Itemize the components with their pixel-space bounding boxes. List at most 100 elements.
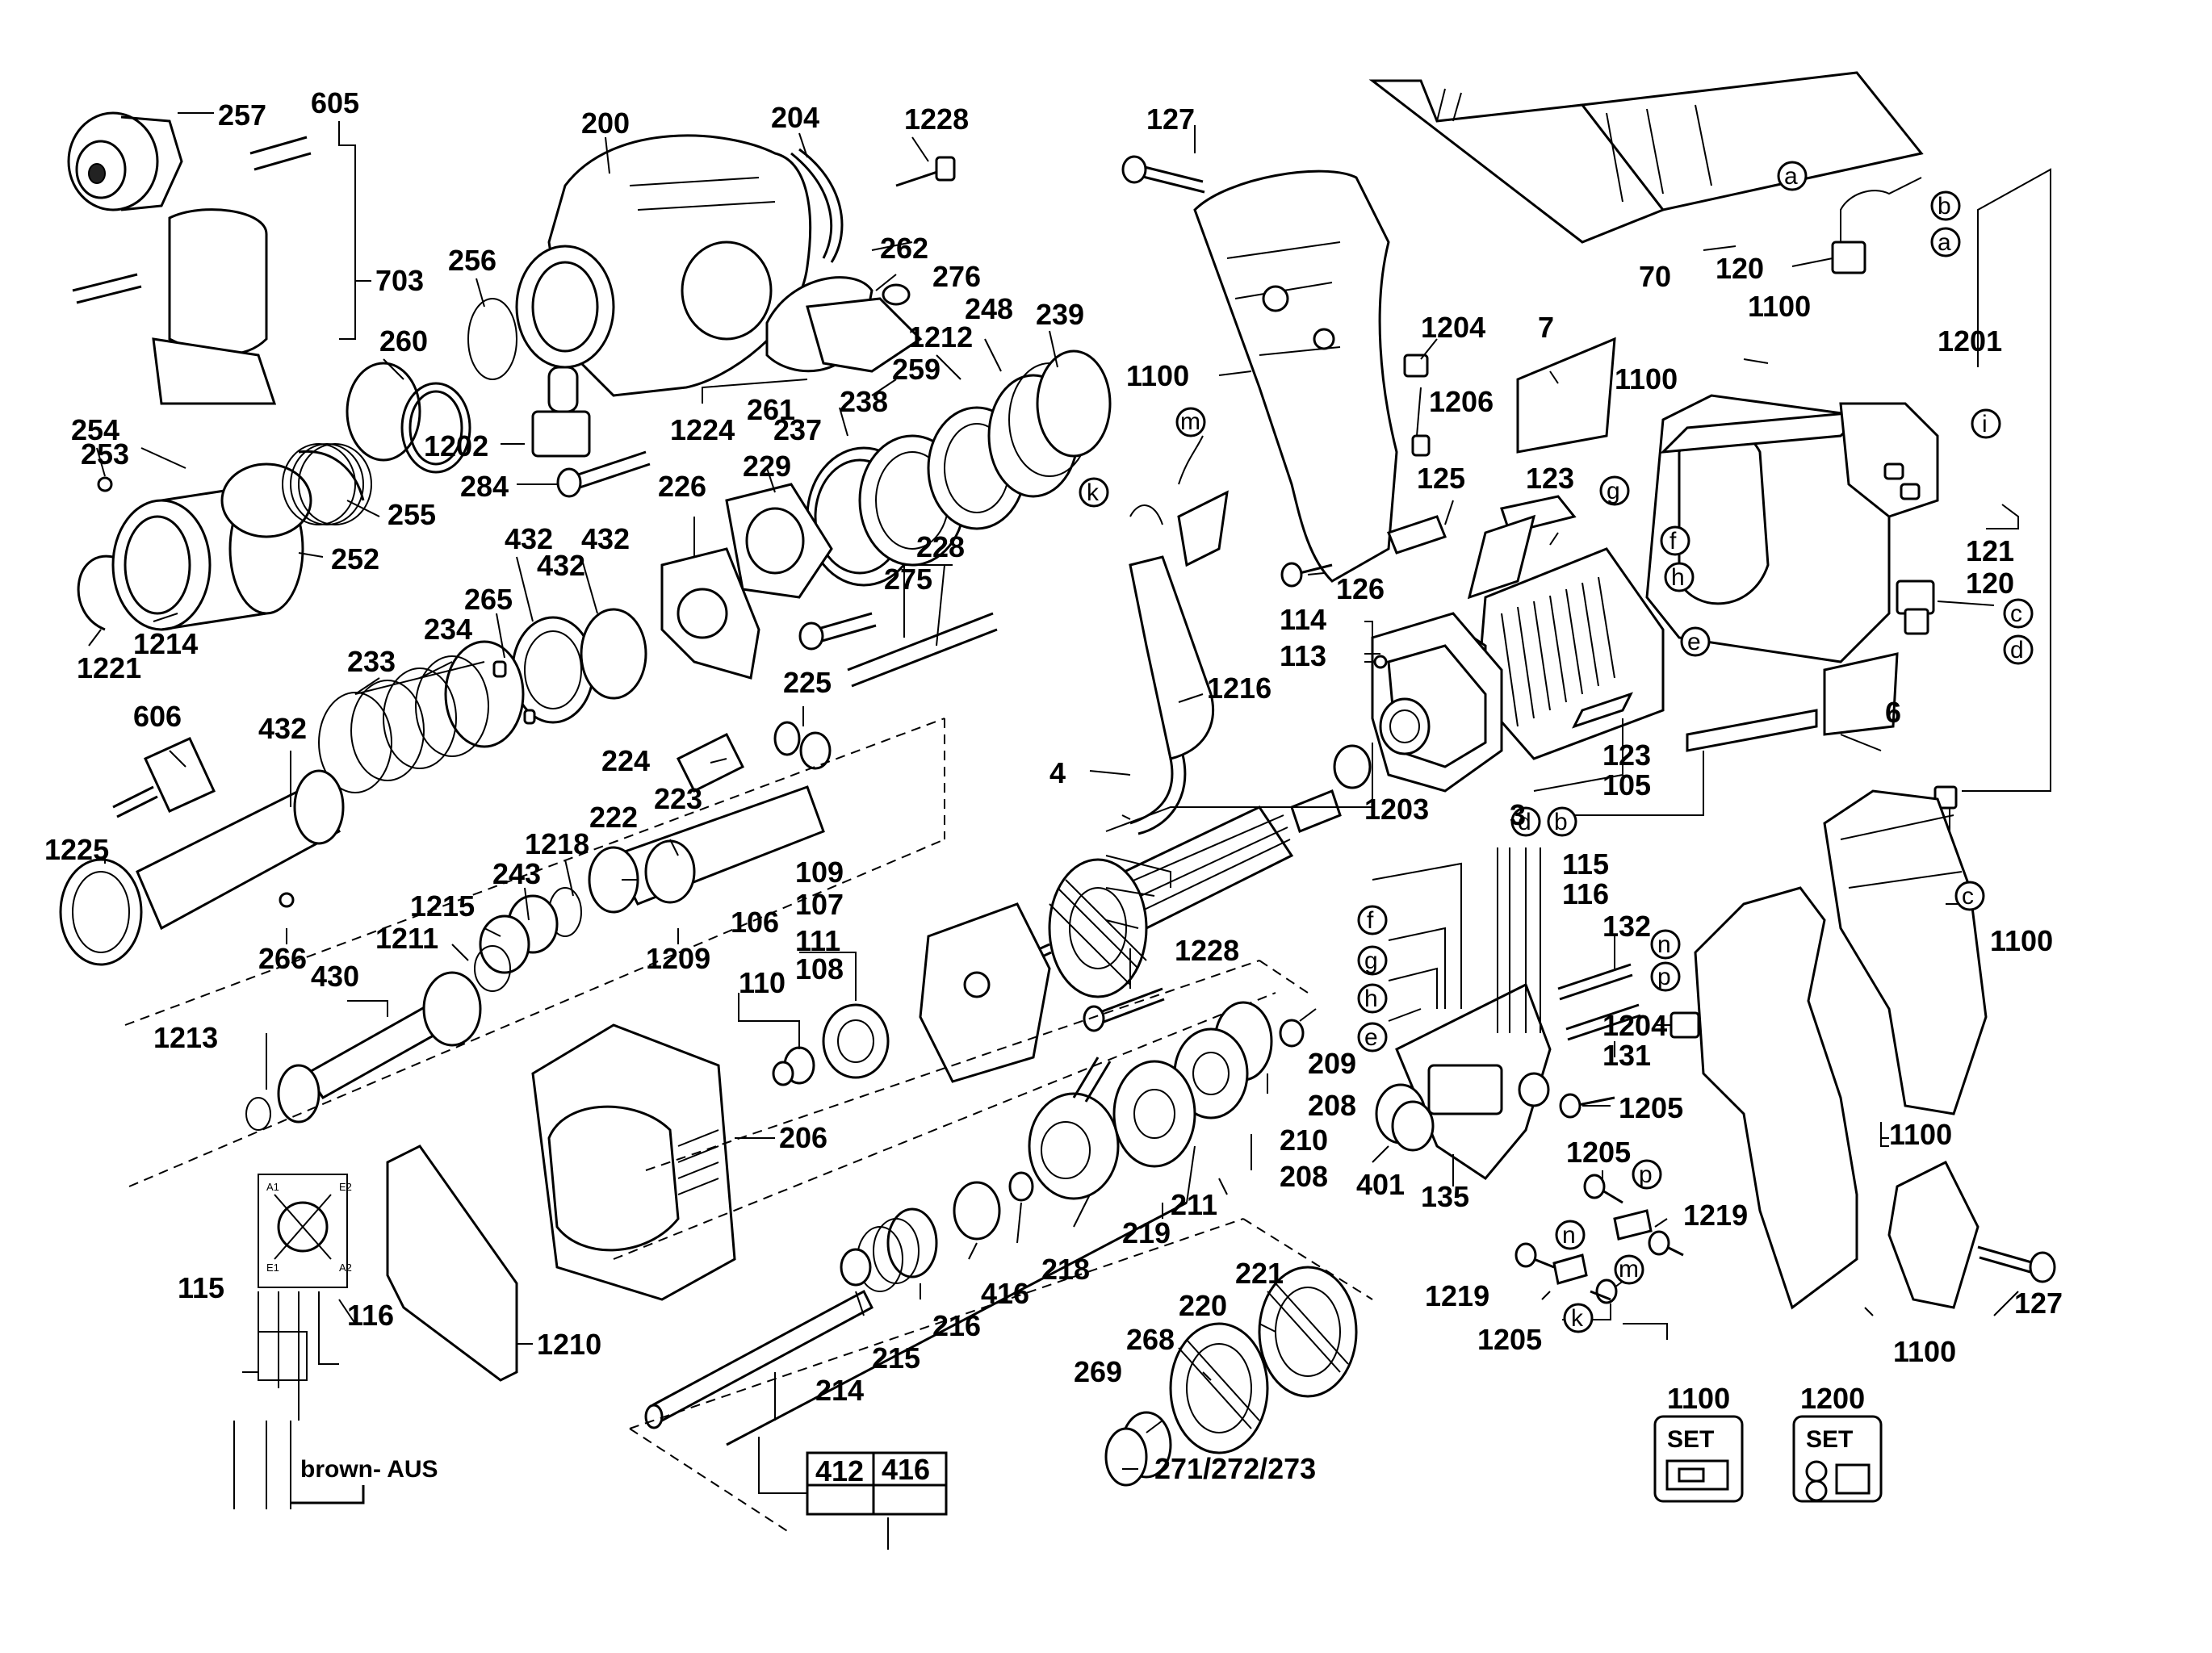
part-label-1205-a: 1205 — [1619, 1091, 1683, 1124]
part-label-1205-b: 1205 — [1566, 1136, 1631, 1169]
part-label-113: 113 — [1280, 639, 1326, 672]
part-label-1228-b: 1228 — [1175, 934, 1239, 967]
part-label-416: 416 — [981, 1277, 1029, 1310]
part-label-1100-e: 1100 — [1889, 1118, 1952, 1151]
set-badge-1100: SET — [1653, 1415, 1744, 1503]
leader-lines — [88, 112, 2051, 1550]
part-label-123-b: 123 — [1602, 739, 1651, 772]
part-label-262: 262 — [880, 232, 928, 265]
part-label-220: 220 — [1179, 1289, 1227, 1322]
connector-p-2: p — [1639, 1161, 1653, 1188]
part-label-1100-c: 1100 — [1615, 362, 1678, 395]
connector-k-2: k — [1571, 1305, 1584, 1332]
part-label-237: 237 — [773, 413, 822, 446]
part-label-271-272-273: 271/272/273 — [1154, 1452, 1316, 1485]
part-label-234: 234 — [424, 613, 472, 646]
spindle-assembly — [245, 721, 832, 1131]
connector-h-2: h — [1364, 986, 1378, 1012]
part-labels: 257 605 703 200 204 1228 262 276 256 260… — [44, 86, 2063, 1488]
part-label-208-a: 208 — [1308, 1089, 1356, 1122]
part-label-243: 243 — [492, 857, 541, 890]
part-label-126: 126 — [1336, 572, 1385, 605]
part-label-1203: 1203 — [1364, 793, 1429, 826]
part-label-284: 284 — [460, 470, 509, 503]
part-label-116: 116 — [347, 1299, 394, 1332]
part-label-108: 108 — [795, 952, 844, 986]
part-label-109: 109 — [795, 856, 844, 889]
part-label-106: 106 — [731, 906, 779, 939]
part-label-260: 260 — [379, 324, 428, 358]
part-label-131: 131 — [1602, 1039, 1651, 1072]
part-label-269: 269 — [1074, 1355, 1122, 1388]
connector-n-2: n — [1562, 1222, 1576, 1249]
part-label-259: 259 — [892, 353, 941, 386]
part-label-1100-a: 1100 — [1126, 359, 1189, 392]
part-label-401: 401 — [1356, 1168, 1405, 1201]
part-label-211: 211 — [1171, 1188, 1217, 1221]
part-label-256: 256 — [448, 244, 496, 277]
part-label-219: 219 — [1122, 1216, 1171, 1249]
part-label-120-b: 120 — [1966, 567, 2014, 600]
part-label-1204: 1204 — [1421, 311, 1485, 344]
connector-b: b — [1938, 193, 1951, 220]
part-label-229: 229 — [743, 450, 791, 483]
part-label-1221: 1221 — [77, 651, 141, 684]
connector-markers: a b a i c d c g f h e k m d b f g h e n … — [1079, 161, 2034, 1333]
o-ring-260 — [346, 362, 421, 462]
part-label-4: 4 — [1049, 756, 1066, 789]
field-coil-105 — [1403, 337, 1899, 768]
part-label-127-b: 127 — [2014, 1287, 2063, 1320]
part-label-223: 223 — [654, 782, 702, 815]
part-label-116-b: 116 — [1562, 877, 1609, 910]
hammer-tube-assembly — [59, 608, 647, 966]
part-label-1224: 1224 — [670, 413, 735, 446]
side-handle-shells — [1694, 789, 2056, 1310]
part-label-1215: 1215 — [410, 889, 475, 923]
motor-housing-1100 — [1645, 177, 1958, 856]
connector-f-2: f — [1367, 907, 1374, 934]
gear-housing-200 — [515, 134, 956, 498]
set-badge-label-1: SET — [1667, 1426, 1714, 1453]
part-label-265: 265 — [464, 583, 513, 616]
clutch-assembly — [1104, 1266, 1358, 1487]
part-label-1228: 1228 — [904, 103, 969, 136]
connector-a: a — [1784, 163, 1798, 190]
part-label-253: 253 — [81, 437, 129, 471]
part-label-703: 703 — [375, 264, 424, 297]
bearing-stack — [660, 349, 1112, 688]
connector-f: f — [1669, 528, 1677, 554]
part-label-1205-c: 1205 — [1477, 1323, 1542, 1356]
part-label-226: 226 — [658, 470, 706, 503]
screw-1228 — [1083, 987, 1165, 1032]
part-label-606: 606 — [133, 700, 182, 733]
part-label-6: 6 — [1885, 696, 1901, 729]
carry-case-70 — [1368, 71, 1924, 244]
part-label-1214: 1214 — [133, 627, 198, 660]
part-label-107: 107 — [795, 888, 844, 921]
part-label-605: 605 — [311, 86, 359, 119]
wiring-note: brown- AUS — [300, 1456, 438, 1483]
part-label-224: 224 — [601, 744, 650, 777]
wiring-e1: E1 — [266, 1262, 279, 1274]
gasket-1210 — [386, 1145, 518, 1382]
part-label-1213: 1213 — [153, 1021, 218, 1054]
part-label-233: 233 — [347, 645, 396, 678]
parts-table-412-416 — [726, 1201, 1188, 1516]
part-label-120-a: 120 — [1716, 252, 1764, 285]
part-label-208-b: 208 — [1280, 1160, 1328, 1193]
part-label-115-b: 115 — [1562, 847, 1609, 881]
part-label-252: 252 — [331, 542, 379, 575]
part-label-1204-b: 1204 — [1602, 1009, 1667, 1042]
part-label-1218: 1218 — [525, 827, 589, 860]
set-badge-1200: SET — [1792, 1415, 1883, 1503]
part-label-127: 127 — [1146, 103, 1195, 136]
connector-c-2: c — [1962, 883, 1974, 910]
part-label-209: 209 — [1308, 1047, 1356, 1080]
connector-d: d — [2010, 637, 2024, 663]
connector-i: i — [1982, 411, 1988, 437]
part-label-121: 121 — [1966, 534, 2014, 567]
part-label-266: 266 — [258, 942, 307, 975]
cable-1216 — [1129, 435, 1229, 835]
part-label-432-c: 432 — [537, 549, 585, 582]
